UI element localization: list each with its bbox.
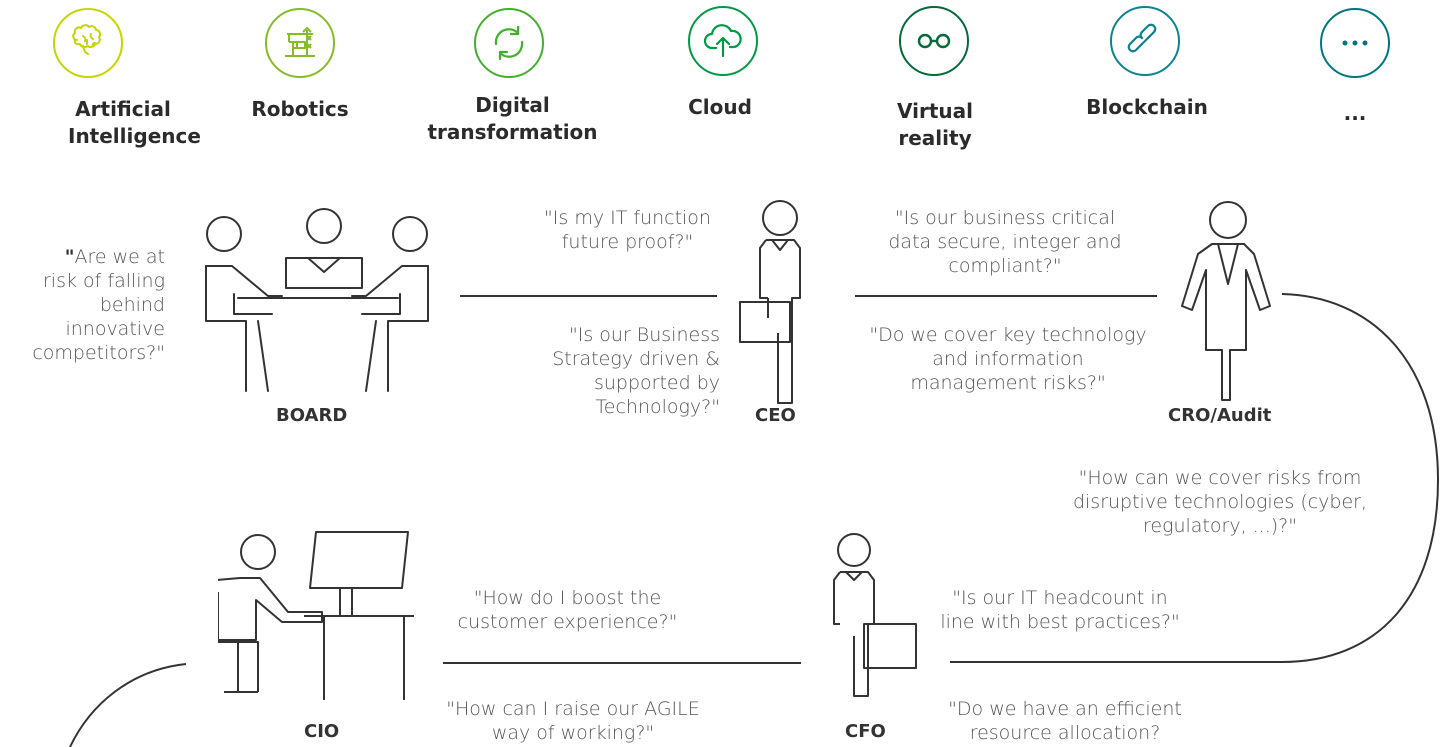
cio-figure-icon xyxy=(218,531,414,700)
cio-exit-curve xyxy=(69,663,187,747)
tech-label-digital: Digital transformation xyxy=(427,93,598,144)
vr-circle xyxy=(899,6,969,76)
ceo-figure-icon xyxy=(739,200,801,404)
quote-mark: " xyxy=(64,246,75,268)
vr-glasses-icon xyxy=(917,33,951,49)
tech-label-cloud: Cloud xyxy=(688,95,752,119)
cloud-circle xyxy=(688,6,758,76)
question-board-ceo-bottom: "Is our Business Strategy driven & suppo… xyxy=(552,324,720,418)
role-cfo: CFO xyxy=(845,721,886,742)
question-board-intro: "Are we at risk of falling behind innova… xyxy=(30,245,165,365)
tech-label-more: ... xyxy=(1343,101,1367,125)
digital-circle xyxy=(474,8,544,78)
question-ceo-cro-top: "Is our business critical data secure, i… xyxy=(888,207,1122,277)
tech-label-vr: Virtual reality xyxy=(897,99,973,150)
question-cio-cfo-bottom: "How can I raise our AGILE way of workin… xyxy=(446,698,700,744)
role-cio: CIO xyxy=(304,721,340,742)
cloud-upload-icon xyxy=(703,24,742,58)
cro-figure-icon xyxy=(1181,201,1271,401)
board-figure-icon xyxy=(205,208,429,392)
question-cro-cfo: "How can we cover risks from disruptive … xyxy=(1072,467,1368,537)
question-board-intro-text: Are we at risk of falling behind innovat… xyxy=(32,246,165,364)
tech-label-blockchain: Blockchain xyxy=(1086,95,1208,119)
robotics-circle xyxy=(265,8,335,78)
blockchain-circle xyxy=(1110,6,1180,76)
ai-circle xyxy=(53,8,123,78)
robot-crane-icon xyxy=(285,27,315,57)
question-cfo-bottom: "Do we have an efficient resource alloca… xyxy=(948,698,1182,744)
question-ceo-cro-bottom: "Do we cover key technology and informat… xyxy=(869,324,1147,394)
chain-link-icon xyxy=(1127,23,1157,53)
cfo-figure-icon xyxy=(833,533,917,697)
brain-icon xyxy=(72,24,101,55)
question-board-ceo-top: "Is my IT function future proof?" xyxy=(544,207,711,253)
tech-label-robotics: Robotics xyxy=(251,97,349,121)
role-ceo: CEO xyxy=(755,405,796,426)
refresh-icon xyxy=(494,25,524,61)
question-cfo-top: "Is our IT headcount in line with best p… xyxy=(940,587,1180,633)
cro-cfo-curve xyxy=(950,293,1440,663)
role-cro: CRO/Audit xyxy=(1168,405,1272,426)
more-circle xyxy=(1320,8,1390,78)
question-cio-cfo-top: "How do I boost the customer experience?… xyxy=(457,587,678,633)
more-icon xyxy=(1342,40,1368,46)
role-board: BOARD xyxy=(276,405,348,426)
